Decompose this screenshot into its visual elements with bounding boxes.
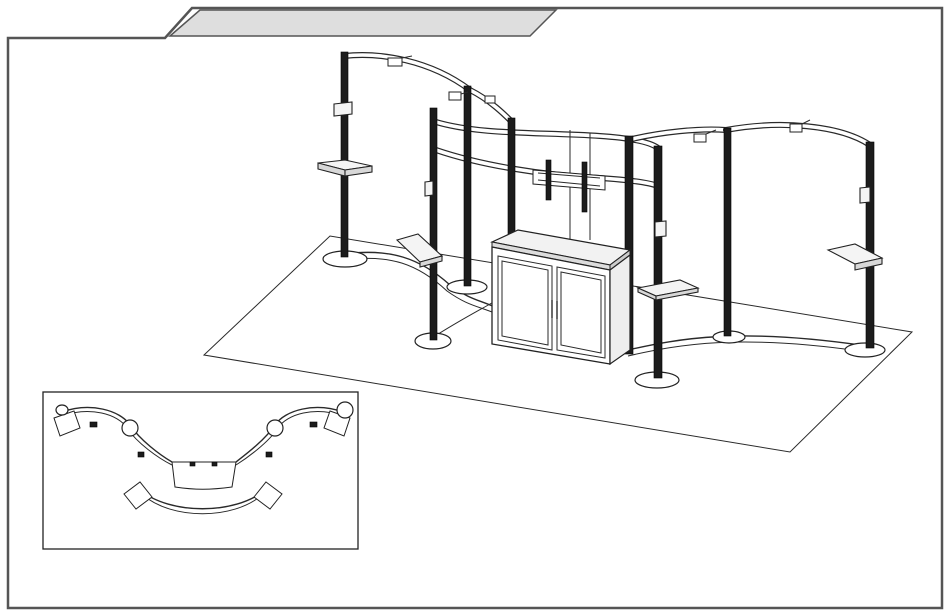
spotlight: [694, 134, 706, 142]
plan-view-inset: [43, 392, 358, 549]
post: [654, 146, 662, 378]
header-tab: [170, 10, 556, 36]
monitor-mount: [533, 160, 605, 212]
spotlight: [388, 58, 402, 66]
sign-bracket: [334, 102, 352, 116]
spotlight: [449, 92, 461, 100]
post: [430, 108, 437, 340]
header-beams: [344, 55, 870, 186]
spotlight: [790, 124, 802, 132]
post: [724, 128, 731, 336]
post-base: [845, 343, 885, 357]
post: [866, 142, 874, 348]
post: [464, 86, 471, 286]
plan-counter: [172, 462, 236, 489]
post: [341, 52, 348, 257]
counter-cabinet: [492, 230, 630, 364]
